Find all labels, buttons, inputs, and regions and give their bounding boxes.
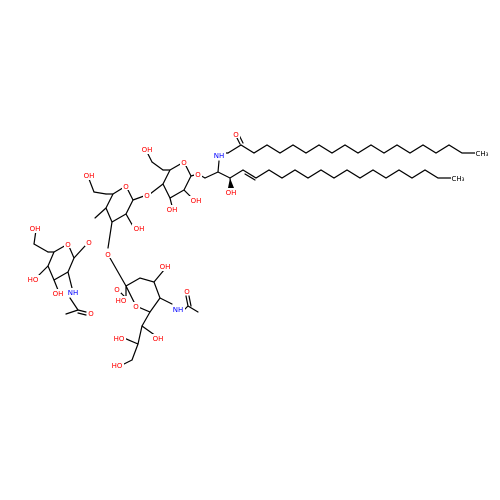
atom-label-nh-ceramide: NH — [212, 151, 226, 160]
o-acid-neu-text: O — [114, 286, 120, 294]
gal-c3-o — [107, 221, 113, 249]
neu-c8-oh — [123, 337, 139, 345]
atom-label-oh-c4-neu: OH — [158, 262, 172, 271]
wedge-sphingo-oh — [228, 178, 234, 188]
atom-label-oh-c2-gal: OH — [132, 224, 146, 233]
atom-label-nh-neu: NH — [171, 305, 185, 314]
galnac-c2-nh — [67, 271, 73, 289]
neu-c9-oh — [123, 359, 133, 365]
o-link-gal-galnac-text: O — [86, 239, 92, 247]
gal-c1-o — [132, 195, 145, 201]
oh-c2-gal-text: OH — [134, 225, 145, 233]
atom-label-oh-c6-galnac: OH — [28, 224, 42, 233]
o-link-gal-neu5ac-text: O — [105, 251, 111, 259]
o-link-glc-gal-text: O — [144, 192, 150, 200]
atom-label-ch3-sphingo-end: CH₃ — [451, 174, 465, 183]
atom-label-o-ring-gal: O — [122, 182, 130, 191]
atom-label-o-ring-galnac: O — [64, 240, 72, 249]
atom-labels: O NH CH₃ CH₃ OH O O OH OH OH O OH O OH O… — [26, 130, 489, 370]
atom-label-oh-c4-galnac: HO — [26, 275, 40, 284]
galnac-c5-c6 — [33, 243, 49, 253]
galnac-c-o-1 — [77, 309, 87, 313]
atom-label-o-acid-neu: O — [113, 285, 121, 294]
galnac-c-ch3 — [65, 309, 79, 315]
neu-c-o-2 — [188, 295, 192, 307]
o-ring-glc-text: O — [181, 159, 187, 167]
sphingo-to-nh — [217, 160, 220, 173]
nh-ceramide-text: NH — [214, 152, 225, 160]
oh-c6-glc-text: OH — [142, 146, 153, 154]
atom-label-oh-c2-glc: OH — [189, 196, 203, 205]
atom-label-o-link-gal-galnac: O — [85, 238, 93, 247]
atom-label-oh-c6-gal: OH — [82, 171, 96, 180]
oh-c8-neu-text: HO — [114, 335, 125, 343]
neu-c8-c9 — [131, 343, 139, 361]
atom-label-oh-c8-neu: HO — [112, 334, 126, 343]
atom-label-ch3-acyl-end: CH₃ — [475, 149, 489, 158]
sphingosine-backbone — [204, 169, 244, 179]
atom-label-oh-c9-neu: HO — [110, 361, 124, 370]
trans-double-bond — [244, 173, 256, 181]
neu-c-ch3 — [187, 305, 199, 313]
atom-label-ho-acid-neu: HO — [114, 296, 128, 305]
atom-label-o-amide-ketone: O — [232, 130, 240, 139]
oh-sphingo-text: OH — [226, 189, 237, 197]
neu-c2-o-link — [109, 257, 127, 287]
o-acetyl-galnac-text: O — [88, 310, 94, 318]
atom-label-oh-c3-glc: OH — [165, 205, 179, 214]
gal-c6-oh — [88, 178, 95, 193]
oh-c3-galnac-text: OH — [53, 290, 64, 298]
atom-label-o-link-glc-gal: O — [143, 191, 151, 200]
atom-label-oh-c6-glc: OH — [140, 145, 154, 154]
galnac-nh-c — [69, 297, 79, 311]
atom-label-o-ring-neu: O — [132, 302, 140, 311]
o-ring-galnac-text: O — [65, 241, 71, 249]
o-amide-ketone-text: O — [233, 131, 239, 139]
neu-c-o-1 — [185, 295, 189, 307]
atom-label-o-acetyl-galnac: O — [87, 309, 95, 318]
nh-neu-text: NH — [173, 306, 184, 314]
gal-c5-c6 — [93, 191, 107, 195]
ch3-sphingo-end-text: CH₃ — [452, 175, 465, 183]
oh-c9-neu-text: HO — [112, 362, 123, 370]
galnac-c-o-2 — [77, 312, 87, 316]
o-ring-neu-text: O — [133, 303, 139, 311]
glc-c6 — [151, 161, 164, 171]
galnac-c1-o — [73, 245, 86, 259]
oh-c3-glc-text: OH — [167, 206, 178, 214]
atom-label-oh-sphingo: OH — [224, 188, 238, 197]
ch3-acyl-end-text: CH₃ — [476, 150, 489, 158]
neu-c7-c8 — [137, 325, 143, 345]
galnac-c3-oh — [53, 279, 59, 291]
oh-c6-gal-text: OH — [84, 172, 95, 180]
neu-c5-nh — [159, 297, 173, 305]
neu-c4-oh — [153, 269, 165, 283]
oh-c4-neu-text: OH — [160, 263, 171, 271]
oh-c4-galnac-text: HO — [28, 276, 39, 284]
atom-label-oh-c3-galnac: OH — [51, 289, 65, 298]
gal-c4-o — [94, 207, 107, 219]
ho-acid-neu-text: HO — [116, 297, 127, 305]
neu-c6-c7 — [141, 311, 151, 327]
atom-label-o-ring-glc: O — [180, 158, 188, 167]
oh-c2-glc-text: OH — [191, 197, 202, 205]
atom-label-nh-galnac: NH — [66, 288, 80, 297]
o-ring-gal-text: O — [123, 183, 129, 191]
glc-c3-oh — [169, 197, 173, 207]
atom-label-oh-c7-neu: OH — [151, 334, 165, 343]
acyl-chain — [227, 144, 476, 154]
atom-label-o-glyco-cer: O — [194, 170, 202, 179]
glc-c4-o — [149, 183, 164, 195]
atom-label-o-link-gal-neu5ac: O — [104, 250, 112, 259]
o-glyco-cer-text: O — [195, 171, 201, 179]
sphingosine-chain — [242, 169, 452, 179]
o-acetyl-neu-text: O — [184, 288, 190, 296]
nh-galnac-text: NH — [68, 289, 79, 297]
atom-label-o-acetyl-neu: O — [183, 287, 191, 296]
oh-c6-galnac-text: OH — [30, 225, 41, 233]
oh-c7-neu-text: OH — [153, 335, 164, 343]
